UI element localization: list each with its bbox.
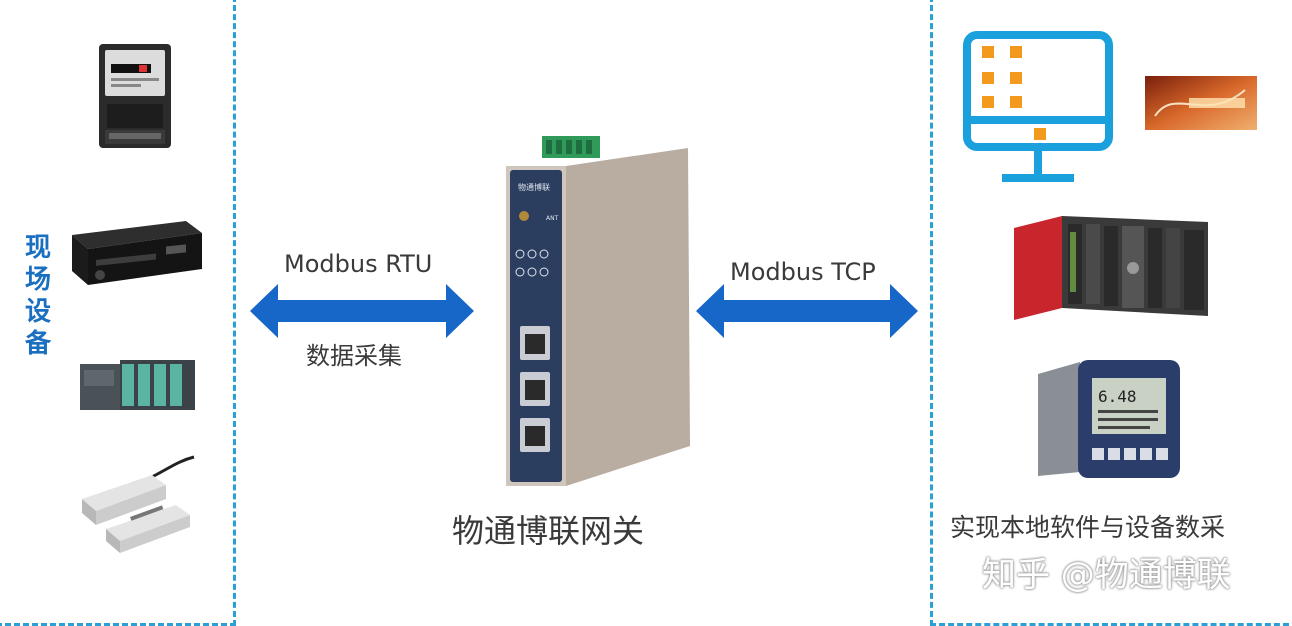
plc-rack-image — [1014, 216, 1208, 320]
gateway-device-image: 物通博联 ANT — [506, 136, 690, 486]
water-quality-analyzer-image: 6.48 — [1038, 360, 1180, 478]
field-devices-title: 现场设备 — [24, 233, 51, 359]
magnetic-door-sensor-image — [82, 455, 195, 553]
mobile-dvr-image — [72, 221, 202, 285]
svg-text:6.48: 6.48 — [1098, 387, 1137, 406]
scada-monitor-icon — [963, 31, 1113, 182]
modbus-tcp-label: Modbus TCP — [730, 258, 876, 286]
zhihu-watermark: 知乎 @物通博联 — [982, 555, 1231, 595]
plc-module-rack-image — [80, 360, 195, 410]
data-collection-label: 数据采集 — [306, 342, 402, 370]
modbus-tcp-arrow — [696, 284, 918, 338]
gateway-ant-label: ANT — [546, 215, 559, 222]
gateway-brand-text: 物通博联 — [518, 182, 550, 192]
modbus-rtu-arrow — [250, 284, 474, 338]
software-caption: 实现本地软件与设备数采 — [950, 513, 1226, 542]
energy-meter-image — [99, 44, 171, 148]
gateway-label: 物通博联网关 — [452, 512, 645, 550]
modbus-rtu-label: Modbus RTU — [284, 250, 433, 278]
software-logo-image — [1145, 76, 1257, 130]
